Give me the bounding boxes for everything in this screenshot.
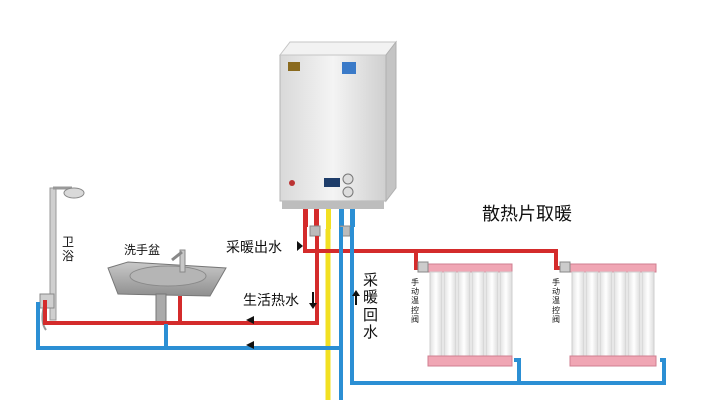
diagram-title: 散热片取暖 (482, 204, 572, 225)
valve-label-1: 手动温控阀 (411, 278, 419, 324)
radiator-icon (417, 261, 513, 367)
basin-icon (107, 249, 227, 325)
hot-water-label: 生活热水 (243, 293, 299, 309)
shower-icon (39, 186, 85, 331)
heating-out-label: 采暖出水 (226, 240, 282, 256)
bath-label: 卫浴 (62, 235, 75, 263)
heating-return-label: 采暖回水 (363, 271, 379, 341)
valve-icon (417, 261, 429, 273)
boiler-icon (278, 40, 398, 209)
flow-arrows (246, 241, 360, 349)
valve-label-2: 手动温控阀 (552, 278, 560, 324)
cold-pipes (36, 227, 666, 400)
radiator-icon (559, 261, 657, 367)
basin-label: 洗手盆 (124, 243, 161, 257)
valve-icon (559, 261, 571, 273)
